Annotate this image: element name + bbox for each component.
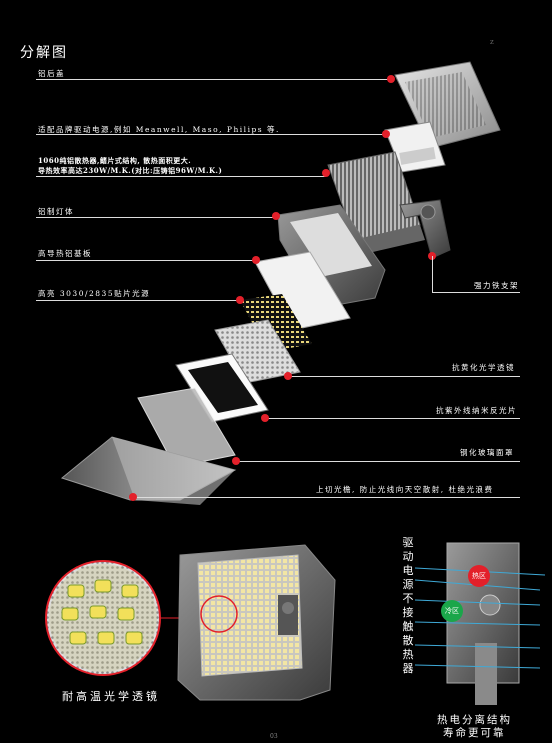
corner-mark: z xyxy=(490,38,494,46)
label-heatsink-1: 1060纯铝散热器,鳍片式结构, 散热面积更大. xyxy=(38,156,192,165)
label-rear-cover: 铝后盖 xyxy=(38,69,65,78)
page-title: 分解图 xyxy=(20,45,68,61)
label-reflector: 抗紫外线纳米反光片 xyxy=(436,406,517,415)
led-board-shape xyxy=(240,294,312,352)
glass-shape xyxy=(137,387,236,468)
label-led: 高亮 3030/2835贴片光源 xyxy=(38,289,151,298)
separation-caption-2: 寿命更可靠 xyxy=(443,727,506,739)
label-heatsink-2: 导热效率高达230W/M.K.(对比:压铸铝96W/M.K.) xyxy=(38,166,223,175)
label-driver: 适配品牌驱动电源,例如 Meanwell, Maso, Philips 等. xyxy=(38,125,280,134)
lens-caption: 耐高温光学透镜 xyxy=(62,690,160,703)
label-visor: 上切光檐, 防止光线向天空散射, 杜绝光浪费 xyxy=(316,485,494,494)
vertical-caption: 驱 动 电 源 不 接 触 散 热 器 xyxy=(402,536,414,675)
label-bracket: 强力铁支架 xyxy=(474,281,519,290)
cold-zone-badge: 冷区 xyxy=(441,600,463,622)
separation-caption-1: 热电分离结构 xyxy=(437,714,512,726)
label-lens: 抗黄化光学透镜 xyxy=(452,363,515,372)
label-substrate: 高导热铝基板 xyxy=(38,249,92,258)
page-number: 03 xyxy=(270,733,278,740)
hot-zone-badge: 热区 xyxy=(468,565,490,587)
label-glass: 钢化玻璃面罩 xyxy=(460,448,514,457)
label-housing: 铝制灯体 xyxy=(38,207,74,216)
